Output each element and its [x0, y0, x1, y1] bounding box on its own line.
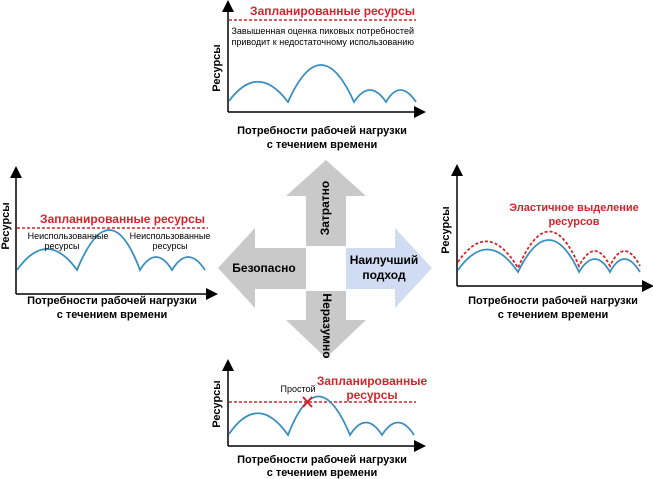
panel-left: Запланированные ресурсы Неиспользованные…: [0, 166, 218, 321]
planned-label: Запланированные ресурсы: [250, 4, 415, 18]
planned-label-line2: ресурсы: [346, 388, 397, 402]
note-line1: Завышенная оценка пиковых потребностей: [231, 26, 414, 36]
center-arrows: Затратно Неразумно Безопасно Наилучший п…: [218, 160, 432, 359]
y-label: Ресурсы: [0, 202, 12, 249]
y-label: Ресурсы: [211, 44, 223, 91]
x-label-line1: Потребности рабочей нагрузки: [237, 125, 407, 137]
planned-label: Запланированные ресурсы: [40, 212, 205, 226]
arrow-left: [218, 228, 306, 308]
idle-label: Простой: [280, 384, 315, 394]
arrow-down-label: Неразумно: [320, 293, 334, 358]
x-label-line1: Потребности рабочей нагрузки: [27, 295, 197, 307]
panel-right: Эластичное выделение ресурсов Ресурсы По…: [440, 164, 653, 321]
demand-curve: [457, 239, 641, 274]
x-label-line2: с течением времени: [267, 139, 378, 151]
unused-b-line2: ресурсы: [153, 241, 188, 251]
note-line2: приводит к недостаточному использованию: [232, 37, 415, 47]
x-label-line2: с течением времени: [57, 309, 168, 321]
y-label: Ресурсы: [440, 206, 452, 253]
arrow-up-label: Затратно: [318, 181, 332, 236]
arrow-right: [346, 228, 432, 308]
unused-a-line2: ресурсы: [45, 241, 80, 251]
arrow-up: [286, 160, 366, 246]
x-label-line2: с течением времени: [498, 309, 609, 321]
arrow-down: [286, 291, 366, 358]
panel-top: Запланированные ресурсы Завышенная оценк…: [211, 0, 426, 151]
elastic-label-line1: Эластичное выделение: [509, 202, 639, 214]
x-label-line2: с течением времени: [267, 467, 378, 479]
x-label-line1: Потребности рабочей нагрузки: [468, 295, 638, 307]
planned-label-line1: Запланированные: [317, 374, 428, 388]
arrow-right-label-line2: подход: [362, 268, 406, 282]
arrow-left-label: Безопасно: [232, 261, 295, 275]
x-label-line1: Потребности рабочей нагрузки: [237, 454, 407, 466]
unused-a-line1: Неиспользованные: [28, 231, 109, 241]
elastic-label-line2: ресурсов: [548, 216, 599, 228]
demand-curve: [228, 395, 415, 437]
elastic-curve: [457, 230, 641, 270]
demand-curve: [16, 229, 206, 273]
y-label: Ресурсы: [211, 380, 223, 427]
panel-bottom: Простой Запланированные ресурсы Ресурсы …: [211, 359, 428, 479]
demand-curve: [228, 64, 417, 104]
idle-x-icon: [302, 396, 313, 408]
unused-b-line1: Неиспользованные: [130, 231, 211, 241]
arrow-right-label-line1: Наилучший: [350, 253, 419, 267]
